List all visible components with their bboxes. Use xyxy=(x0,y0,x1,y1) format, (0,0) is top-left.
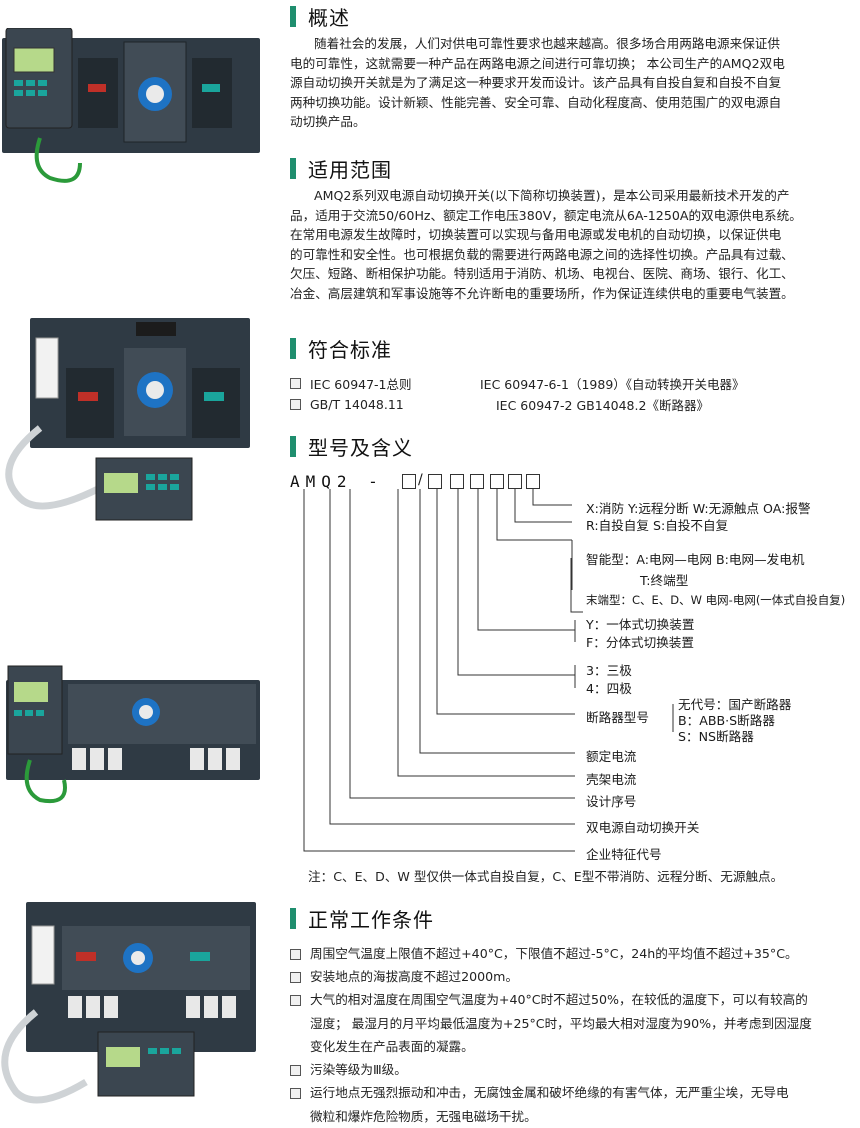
model-code-box xyxy=(470,474,484,489)
overview-heading: 概述 xyxy=(308,6,350,30)
checkbox-bullet-icon xyxy=(290,399,301,410)
standard-row-1: IEC 60947-1总则 IEC 60947-6-1（1989）《自动转换开关… xyxy=(290,374,745,393)
overview-line-4: 两种切换功能。设计新颖、性能完善、安全可靠、自动化程度高、使用范围广的双电源自 xyxy=(290,94,782,110)
model-label-product: 双电源自动切换开关 xyxy=(586,820,700,835)
model-code-slash: / xyxy=(418,472,423,488)
section-title-model: 型号及含义 xyxy=(290,432,413,461)
model-code-box xyxy=(508,474,522,489)
model-heading: 型号及含义 xyxy=(308,436,413,460)
scope-line-4: 的可靠性和安全性。也可根据负载的需要进行两路电源之间的选择性切换。产品具有过载、 xyxy=(290,246,794,262)
model-leader-lines xyxy=(303,489,674,852)
model-label-frame-current: 壳架电流 xyxy=(586,772,637,787)
checkbox-bullet-icon xyxy=(290,1065,301,1076)
model-label-smart: 智能型：A:电网—电网 B:电网—发电机 xyxy=(586,552,805,567)
model-label-breaker-domestic: 无代号：国产断路器 xyxy=(678,697,792,712)
checkbox-bullet-icon xyxy=(290,972,301,983)
product-image-1 xyxy=(2,28,260,183)
section-marker xyxy=(290,338,296,359)
scope-line-6: 冶金、高层建筑和军事设施等不允许断电的重要场所，作为保证连续供电的重要电气装置。 xyxy=(290,285,794,301)
overview-line-5: 动切换产品。 xyxy=(290,114,366,129)
standard-item: IEC 60947-1总则 xyxy=(310,377,412,392)
standard-item: IEC 60947-2 GB14048.2《断路器》 xyxy=(496,398,709,413)
standard-item: GB/T 14048.11 xyxy=(310,397,404,412)
scope-paragraph: AMQ2系列双电源自动切换开关(以下简称切换装置)，是本公司采用最新技术开发的产… xyxy=(290,186,855,303)
model-label-breaker-abb: B：ABB·S断路器 xyxy=(678,713,775,728)
standard-row-2: GB/T 14048.11 IEC 60947-2 GB14048.2《断路器》 xyxy=(290,395,709,414)
overview-line-3: 源自动切换开关就是为了满足这一种要求开发而设计。该产品具有自投自复和自投不自复 xyxy=(290,75,782,90)
conditions-heading: 正常工作条件 xyxy=(308,908,434,932)
model-code-prefix: AMQ2 - xyxy=(290,472,384,491)
model-label-design-no: 设计序号 xyxy=(586,794,637,809)
model-label-3pole: 3：三极 xyxy=(586,663,632,678)
section-title-conditions: 正常工作条件 xyxy=(290,904,434,933)
model-code-box xyxy=(428,474,442,489)
condition-item: 周围空气温度上限值不超过+40°C，下限值不超过-5°C，24h的平均值不超过+… xyxy=(290,942,855,966)
section-title-scope: 适用范围 xyxy=(290,154,392,183)
condition-item: 污染等级为Ⅲ级。 xyxy=(290,1058,855,1082)
section-title-overview: 概述 xyxy=(290,2,350,31)
condition-item: 安装地点的海拔高度不超过2000m。 xyxy=(290,965,855,989)
model-label-r: R:自投自复 S:自投不自复 xyxy=(586,518,729,533)
scope-line-3: 在常用电源发生故障时，切换装置可以实现与备用电源或发电机的自动切换，以保证供电 xyxy=(290,227,782,242)
model-label-4pole: 4：四极 xyxy=(586,681,632,696)
standard-item: IEC 60947-6-1（1989）《自动转换开关电器》 xyxy=(480,377,745,392)
product-image-2 xyxy=(5,318,250,521)
model-label-enterprise: 企业特征代号 xyxy=(586,847,662,862)
section-marker xyxy=(290,436,296,457)
product-image-3 xyxy=(6,665,260,803)
standards-heading: 符合标准 xyxy=(308,338,392,362)
scope-line-2: 品，适用于交流50/60Hz、额定工作电压380V，额定电流从6A-1250A的… xyxy=(290,207,802,223)
model-label-breaker-ns: S：NS断路器 xyxy=(678,729,754,744)
scope-line-5: 欠压、短路、断相保护功能。特别适用于消防、机场、电视台、医院、商场、银行、化工、 xyxy=(290,266,794,281)
section-marker xyxy=(290,158,296,179)
model-note: 注：C、E、D、W 型仅供一体式自投自复，C、E型不带消防、远程分断、无源触点。 xyxy=(308,869,784,884)
model-label-end-type: 末端型：C、E、D、W 电网-电网(一体式自投自复) xyxy=(586,593,846,607)
product-gallery xyxy=(0,0,270,1128)
model-label-x: X:消防 Y:远程分断 W:无源触点 OA:报警 xyxy=(586,501,811,516)
model-code-box xyxy=(402,474,416,489)
model-label-rated-current: 额定电流 xyxy=(586,749,637,764)
model-code-box xyxy=(490,474,504,489)
overview-line-1: 随着社会的发展，人们对供电可靠性要求也越来越高。很多场合用两路电源来保证供 xyxy=(314,36,780,51)
scope-heading: 适用范围 xyxy=(308,158,392,182)
checkbox-bullet-icon xyxy=(290,995,301,1006)
model-label-terminal-type: T:终端型 xyxy=(640,573,689,588)
condition-item: 运行地点无强烈振动和冲击，无腐蚀金属和破坏绝缘的有害气体，无严重尘埃，无导电 微… xyxy=(290,1081,855,1128)
checkbox-bullet-icon xyxy=(290,1088,301,1099)
model-label-breaker: 断路器型号 xyxy=(586,710,649,725)
section-marker xyxy=(290,6,296,27)
checkbox-bullet-icon xyxy=(290,378,301,389)
condition-item: 大气的相对温度在周围空气温度为+40°C时不超过50%，在较低的温度下，可以有较… xyxy=(290,988,855,1059)
product-image-4 xyxy=(1,902,256,1104)
scope-line-1: AMQ2系列双电源自动切换开关(以下简称切换装置)，是本公司采用最新技术开发的产 xyxy=(314,188,790,203)
model-label-y: Y：一体式切换装置 xyxy=(586,617,695,632)
model-code-box xyxy=(526,474,540,489)
section-title-standards: 符合标准 xyxy=(290,334,392,363)
section-marker xyxy=(290,908,296,929)
checkbox-bullet-icon xyxy=(290,949,301,960)
model-label-f: F：分体式切换装置 xyxy=(586,635,694,650)
overview-paragraph: 随着社会的发展，人们对供电可靠性要求也越来越高。很多场合用两路电源来保证供 电的… xyxy=(290,34,855,132)
model-code-box xyxy=(450,474,464,489)
overview-line-2: 电的可靠性，这就需要一种产品在两路电源之间进行可靠切换； 本公司生产的AMQ2双… xyxy=(290,55,785,71)
